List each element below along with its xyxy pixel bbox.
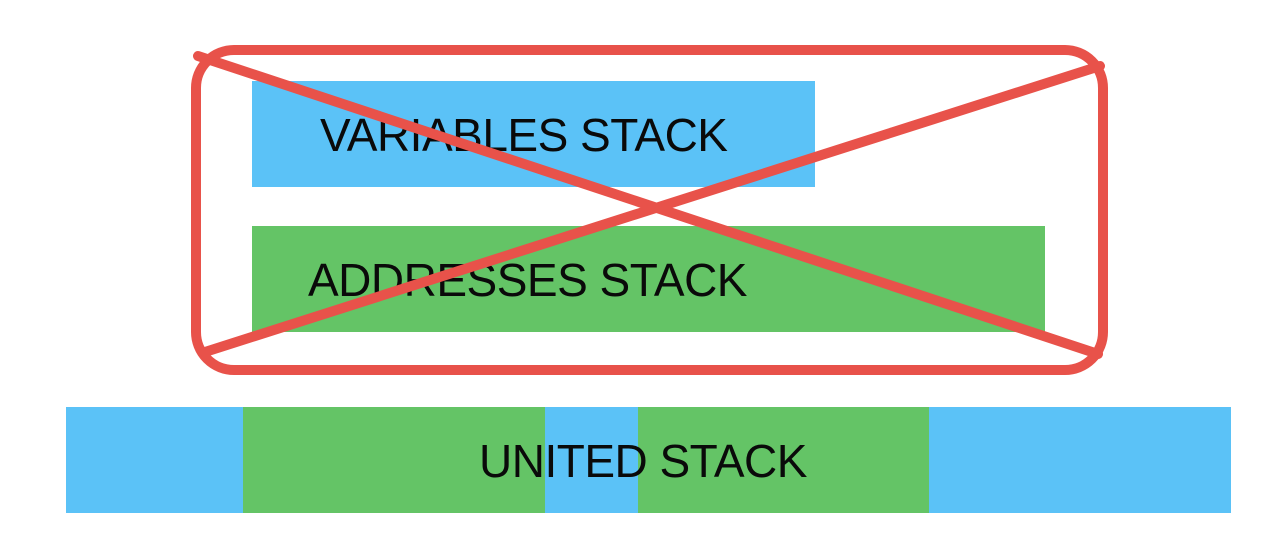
united-segment-variables-1 <box>66 407 243 513</box>
variables-stack-label: VARIABLES STACK <box>320 109 728 161</box>
united-segment-addresses-2 <box>638 407 929 513</box>
united-segment-variables-2 <box>545 407 638 513</box>
united-segment-variables-3 <box>929 407 1231 513</box>
united-stack-bar: UNITED STACK <box>66 407 1231 513</box>
addresses-stack-label: ADDRESSES STACK <box>308 254 747 306</box>
united-segment-addresses-1 <box>243 407 545 513</box>
united-stack-label: UNITED STACK <box>479 435 807 487</box>
